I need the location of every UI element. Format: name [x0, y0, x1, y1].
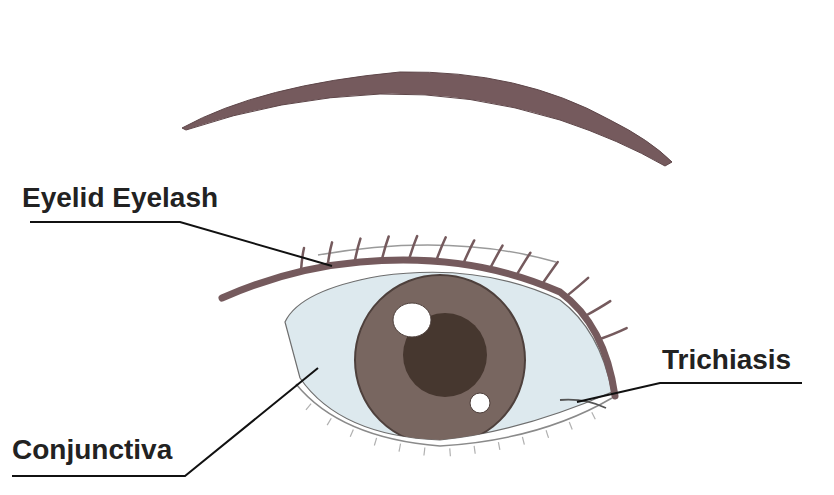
eyelash — [599, 328, 627, 339]
eyelash — [566, 278, 588, 297]
lower-eyelash — [449, 448, 451, 456]
lower-eyelash — [522, 437, 524, 445]
part-label: Eyelid Eyelash — [22, 184, 218, 212]
eyelash — [463, 240, 474, 264]
lower-eyelash — [350, 429, 353, 436]
leader-line — [30, 222, 332, 266]
eyelash — [516, 253, 530, 276]
lower-eyelash — [592, 412, 596, 419]
lower-eyelash — [498, 442, 499, 450]
lower-eyelash — [423, 448, 425, 456]
lower-eyelid — [296, 384, 612, 446]
highlight — [470, 393, 490, 413]
lower-eyelash — [569, 422, 572, 429]
eyelashes — [301, 236, 627, 456]
leader-line — [12, 368, 318, 476]
eyelash — [382, 237, 389, 261]
eyelash — [490, 246, 503, 269]
eyelash — [436, 237, 446, 261]
eyelash — [301, 248, 304, 271]
eyelash — [328, 242, 332, 266]
lower-eyelash — [374, 438, 376, 446]
highlight — [393, 303, 431, 337]
part-label: Trichiasis — [662, 346, 791, 374]
eyelash — [409, 236, 417, 260]
lower-eyelash — [399, 444, 401, 452]
eyelash — [355, 239, 361, 263]
lower-eyelash — [546, 430, 548, 438]
lower-eyelash — [474, 446, 475, 454]
lower-eyelash — [327, 418, 331, 425]
upper-eyelid — [222, 260, 615, 396]
eyelash — [585, 301, 611, 316]
lower-eyelash — [306, 404, 311, 410]
leader-line — [577, 383, 802, 402]
iris — [355, 275, 525, 445]
eyebrow — [182, 72, 672, 166]
eyelash — [542, 262, 558, 285]
part-label: Conjunctiva — [12, 436, 172, 464]
